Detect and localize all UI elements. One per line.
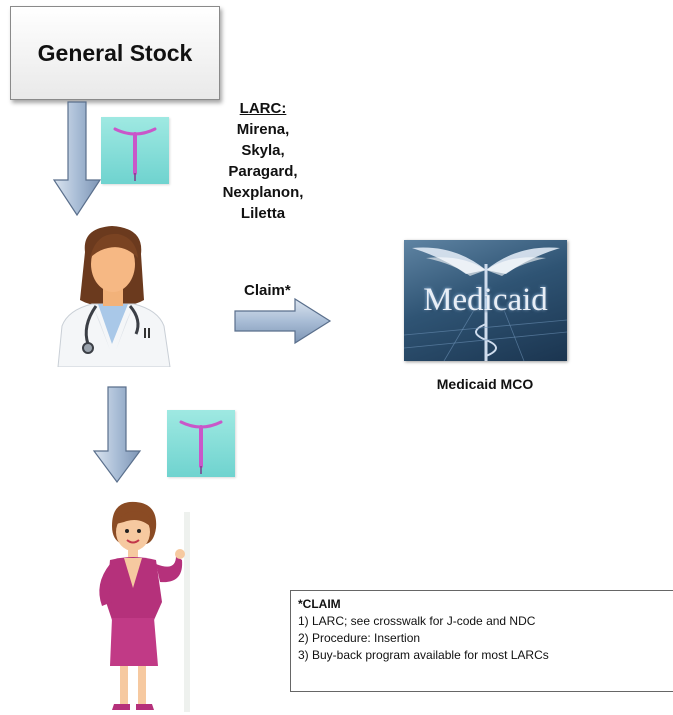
larc-list: LARC: Mirena, Skyla, Paragard, Nexplanon… xyxy=(213,98,313,224)
general-stock-box: General Stock xyxy=(10,6,220,100)
caduceus-wings-icon xyxy=(404,247,567,361)
larc-title: LARC: xyxy=(239,100,287,117)
claim-note-line: 3) Buy-back program available for most L… xyxy=(298,648,549,662)
medicaid-logo-icon: Medicaid xyxy=(404,240,567,361)
arrow-down-icon xyxy=(52,101,102,217)
claim-arrow-label: Claim* xyxy=(244,282,291,299)
claim-note-line: 1) LARC; see crosswalk for J-code and ND… xyxy=(298,614,536,628)
medicaid-image-text: Medicaid xyxy=(423,282,548,318)
larc-item: Nexplanon, xyxy=(222,184,304,201)
medicaid-mco-label: Medicaid MCO xyxy=(436,376,534,392)
larc-item: Mirena, Skyla, xyxy=(236,121,290,159)
claim-note-line: 2) Procedure: Insertion xyxy=(298,631,421,645)
larc-item: Liletta xyxy=(240,205,286,222)
patient-woman-icon xyxy=(99,501,190,712)
doctor-icon xyxy=(57,226,171,367)
iud-icon xyxy=(113,127,157,181)
general-stock-label: General Stock xyxy=(37,39,193,66)
iud-tile xyxy=(167,410,235,477)
iud-icon xyxy=(179,420,223,474)
arrow-down-icon xyxy=(92,386,142,484)
arrow-right-icon xyxy=(234,297,332,345)
iud-tile xyxy=(101,117,169,184)
larc-item: Paragard, xyxy=(228,163,298,180)
claim-note-heading: *CLAIM xyxy=(298,597,341,611)
claim-note-box: *CLAIM 1) LARC; see crosswalk for J-code… xyxy=(290,590,673,692)
